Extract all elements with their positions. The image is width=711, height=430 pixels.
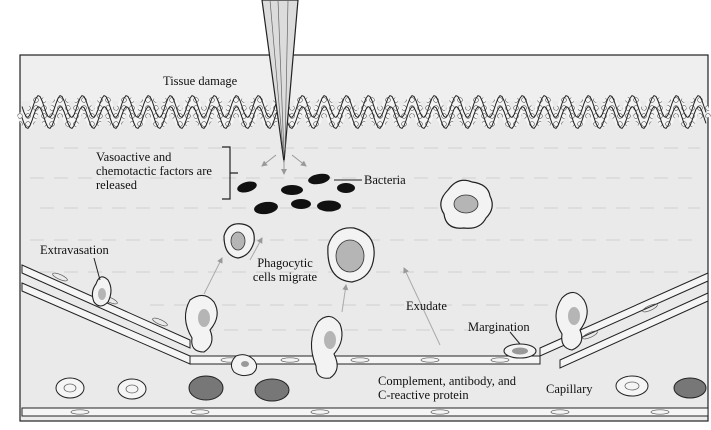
bacterium: [337, 183, 355, 193]
rbc: [616, 376, 648, 396]
label-exudate: Exudate: [406, 299, 447, 313]
bacterium: [281, 185, 303, 195]
rbc: [56, 378, 84, 398]
label-extravasation: Extravasation: [40, 243, 109, 257]
rbc-dark: [674, 378, 706, 398]
migrating-phagocyte: [328, 228, 374, 282]
label-tissue-damage: Tissue damage: [163, 74, 237, 88]
rbc: [118, 379, 146, 399]
label-capillary: Capillary: [546, 382, 593, 396]
label-phagocytic: Phagocytic cells migrate: [250, 256, 320, 284]
rbc-dark: [255, 379, 289, 401]
label-complement: Complement, antibody, and C-reactive pro…: [378, 374, 518, 402]
bacterium: [317, 201, 341, 212]
bacterium: [291, 199, 311, 209]
label-vasoactive: Vasoactive and chemotactic factors are r…: [96, 150, 218, 192]
marginating-cell: [504, 344, 536, 358]
rbc-dark: [189, 376, 223, 400]
label-bacteria: Bacteria: [364, 173, 406, 187]
label-margination: Margination: [468, 320, 530, 334]
